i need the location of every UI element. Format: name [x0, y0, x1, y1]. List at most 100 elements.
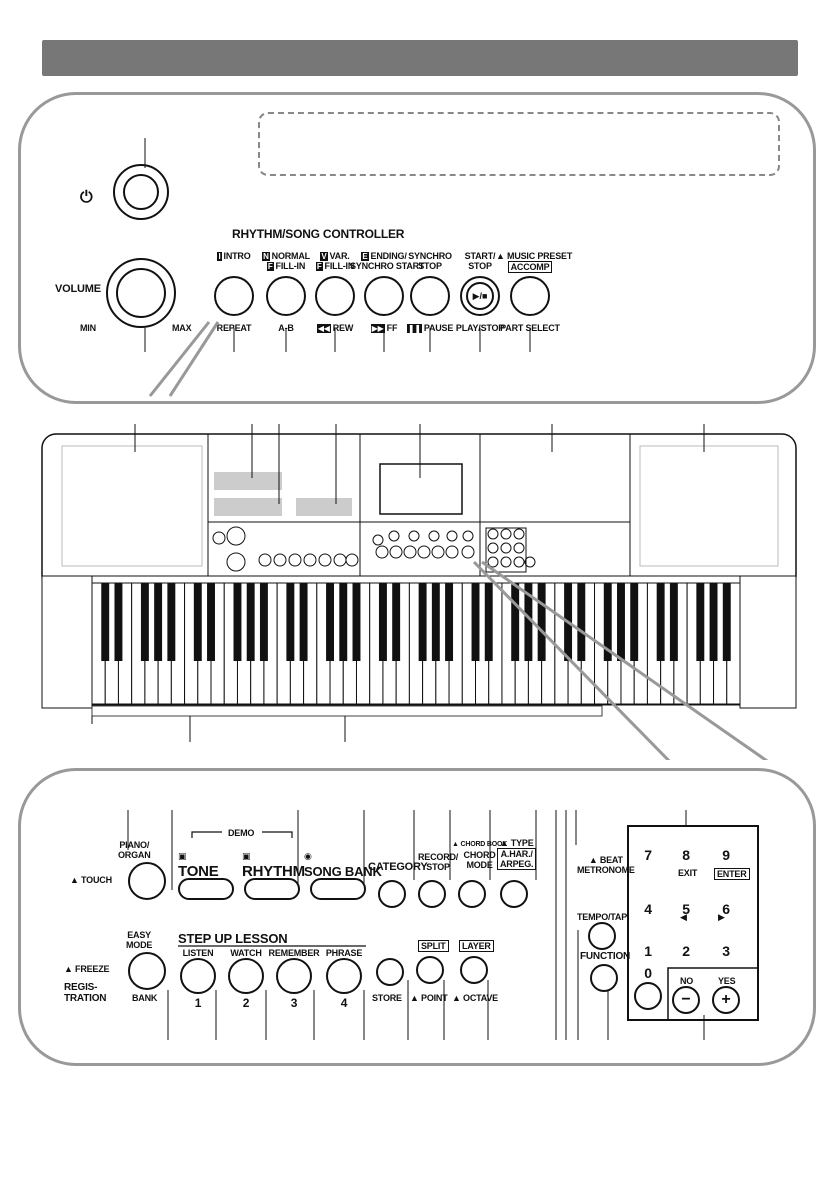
- black-key[interactable]: [484, 583, 493, 661]
- store-label: STORE: [372, 993, 402, 1003]
- layer-button[interactable]: [460, 956, 488, 984]
- song-bank-label: ◉SONG BANK: [304, 848, 382, 880]
- song-bank-button[interactable]: [310, 878, 366, 900]
- keypad-digit-3: 3: [722, 943, 730, 959]
- black-key[interactable]: [656, 583, 665, 661]
- black-key[interactable]: [471, 583, 480, 661]
- keypad-digit-4: 4: [644, 901, 652, 917]
- controller-label-5: START/STOP: [464, 251, 496, 271]
- layer-label: LAYER: [459, 940, 494, 952]
- controller-button-5[interactable]: ▶/■: [460, 276, 500, 316]
- controller-button-1[interactable]: [266, 276, 306, 316]
- keypad-digit-8: 8: [682, 847, 690, 863]
- power-button-inner[interactable]: [123, 174, 159, 210]
- controller-button-0[interactable]: [214, 276, 254, 316]
- play-stop-inner-ring: ▶/■: [466, 282, 494, 310]
- section-header-bar: [42, 40, 798, 76]
- black-key[interactable]: [246, 583, 255, 661]
- black-key[interactable]: [339, 583, 348, 661]
- black-key[interactable]: [326, 583, 335, 661]
- piano-organ-label: PIANO/ORGAN: [118, 840, 151, 860]
- black-key[interactable]: [207, 583, 215, 661]
- black-key[interactable]: [696, 583, 705, 661]
- tempo-tap-label: TEMPO/TAP: [577, 912, 628, 922]
- keypad-digit-6: 6: [722, 901, 730, 917]
- keypad-yes-label: YES: [718, 976, 736, 986]
- black-key[interactable]: [445, 583, 454, 661]
- keypad-digit-5: 5: [682, 901, 690, 917]
- category-button[interactable]: [378, 880, 406, 908]
- keypad-button-0[interactable]: [634, 982, 662, 1010]
- black-key[interactable]: [722, 583, 731, 661]
- black-key[interactable]: [193, 583, 202, 661]
- keypad-exit-label: EXIT: [678, 868, 698, 878]
- black-key[interactable]: [140, 583, 149, 661]
- store-button[interactable]: [376, 958, 404, 986]
- touch-label: ▲ TOUCH: [70, 875, 112, 885]
- black-key[interactable]: [431, 583, 440, 661]
- button-zoom-panel: [18, 768, 816, 1066]
- lesson-button-1[interactable]: [228, 958, 264, 994]
- black-key[interactable]: [603, 583, 612, 661]
- bottom-zoom-wedge: [472, 560, 769, 760]
- tempo-tap-button[interactable]: [588, 922, 616, 950]
- controller-button-2[interactable]: [315, 276, 355, 316]
- lesson-button-3[interactable]: [326, 958, 362, 994]
- volume-knob-inner[interactable]: [116, 268, 166, 318]
- black-key[interactable]: [154, 583, 163, 661]
- split-button[interactable]: [416, 956, 444, 984]
- lesson-label-1: WATCH: [230, 948, 262, 958]
- rhythm-button[interactable]: [244, 878, 300, 900]
- lesson-label-2: REMEMBER: [268, 948, 320, 958]
- record-stop-label: RECORD/STOP: [418, 852, 459, 872]
- easy-mode-button[interactable]: [128, 952, 166, 990]
- black-key[interactable]: [577, 583, 586, 661]
- black-key[interactable]: [101, 583, 110, 661]
- black-key[interactable]: [418, 583, 427, 661]
- black-key[interactable]: [537, 583, 546, 661]
- keypad-minus-button[interactable]: −: [672, 986, 700, 1014]
- black-key[interactable]: [114, 583, 123, 661]
- lesson-button-0[interactable]: [180, 958, 216, 994]
- arpeg-button[interactable]: [500, 880, 528, 908]
- function-button[interactable]: [590, 964, 618, 992]
- rhythm-label: ▣RHYTHM: [242, 848, 305, 880]
- power-icon: ⏻: [80, 189, 93, 206]
- black-key[interactable]: [299, 583, 308, 661]
- volume-min-label: MIN: [80, 323, 96, 333]
- dashed-display-area: [258, 112, 780, 176]
- tone-icon: ▣: [178, 851, 187, 861]
- split-label: SPLIT: [418, 940, 449, 952]
- black-key[interactable]: [630, 583, 639, 661]
- black-key[interactable]: [709, 583, 718, 661]
- black-key[interactable]: [524, 583, 533, 661]
- white-keys: [91, 582, 741, 705]
- piano-organ-button[interactable]: [128, 862, 166, 900]
- lesson-number-1: 2: [242, 996, 250, 1010]
- tone-button[interactable]: [178, 878, 234, 900]
- demo-label: DEMO: [228, 828, 255, 838]
- black-key[interactable]: [511, 583, 520, 661]
- black-key[interactable]: [378, 583, 387, 661]
- record-stop-button[interactable]: [418, 880, 446, 908]
- keypad-plus-button[interactable]: +: [712, 986, 740, 1014]
- lesson-button-2[interactable]: [276, 958, 312, 994]
- black-key[interactable]: [352, 583, 361, 661]
- black-key[interactable]: [392, 583, 401, 661]
- black-key[interactable]: [286, 583, 295, 661]
- black-key[interactable]: [669, 583, 678, 661]
- chord-mode-button[interactable]: [458, 880, 486, 908]
- controller-button-4[interactable]: [410, 276, 450, 316]
- black-key[interactable]: [167, 583, 176, 661]
- black-key[interactable]: [617, 583, 625, 661]
- black-key[interactable]: [259, 583, 268, 661]
- black-key[interactable]: [233, 583, 242, 661]
- controller-button-6[interactable]: [510, 276, 550, 316]
- controller-button-3[interactable]: [364, 276, 404, 316]
